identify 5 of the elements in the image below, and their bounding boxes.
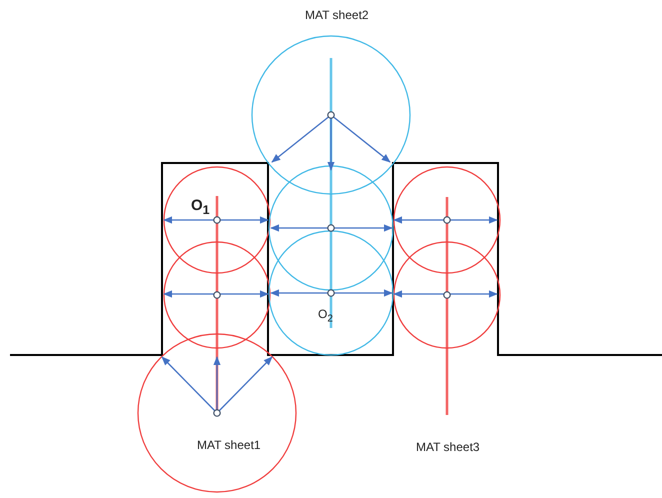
sheet-label: MAT sheet3 — [416, 440, 480, 454]
point-label: O$_{2}$ — [318, 307, 333, 324]
sheet-label: MAT sheet1 — [197, 438, 261, 452]
point-label: O$_{1}$ — [191, 197, 210, 217]
sheet-label: MAT sheet2 — [305, 8, 369, 22]
